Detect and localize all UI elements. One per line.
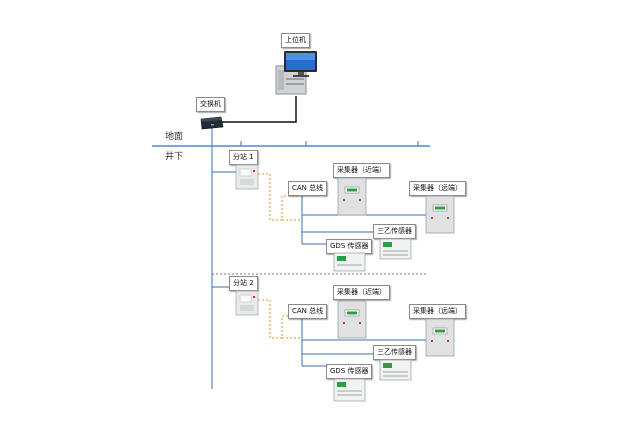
host-label: 上位机 <box>281 33 310 48</box>
can-dashed-g2 <box>258 299 300 339</box>
near-collector-2-label: 采集器（近端） <box>333 285 390 300</box>
far-collector-2-label: 采集器（远端） <box>409 304 466 319</box>
sanyi-sensor-2-icon <box>379 359 412 381</box>
near-collector-1-label: 采集器（近端） <box>333 163 390 178</box>
sanyi-sensor-1-icon <box>379 238 412 260</box>
near-collector-1-icon <box>337 177 367 216</box>
switch-label: 交换机 <box>196 97 225 112</box>
sanyi-sensor-2-label: 三乙传感器 <box>373 345 416 360</box>
far-collector-1-icon <box>425 195 455 234</box>
substation-2-icon <box>235 290 259 316</box>
substation-1-icon <box>235 164 259 190</box>
ground-zone-label: 地面 <box>165 132 184 142</box>
sanyi-sensor-1-label: 三乙传感器 <box>373 224 416 239</box>
near-collector-2-icon <box>337 300 367 339</box>
can-dashed-g1 <box>258 173 300 221</box>
host-switch-cable <box>222 96 297 123</box>
gds-sensor-2-icon <box>333 378 366 402</box>
far-collector-1-label: 采集器（远端） <box>409 181 466 196</box>
can-bus-1-label: CAN 总线 <box>288 181 328 196</box>
underground-zone-label: 井下 <box>165 152 184 162</box>
can-bus-2-label: CAN 总线 <box>288 304 328 319</box>
gds-sensor-2-label: GDS 传感器 <box>326 364 373 379</box>
host-computer-icon <box>275 51 317 95</box>
far-collector-2-icon <box>425 318 455 357</box>
switch-icon <box>200 116 224 130</box>
station-2-label: 分站 2 <box>229 276 258 291</box>
gds-sensor-1-icon <box>333 252 366 272</box>
station-1-label: 分站 1 <box>229 150 258 165</box>
